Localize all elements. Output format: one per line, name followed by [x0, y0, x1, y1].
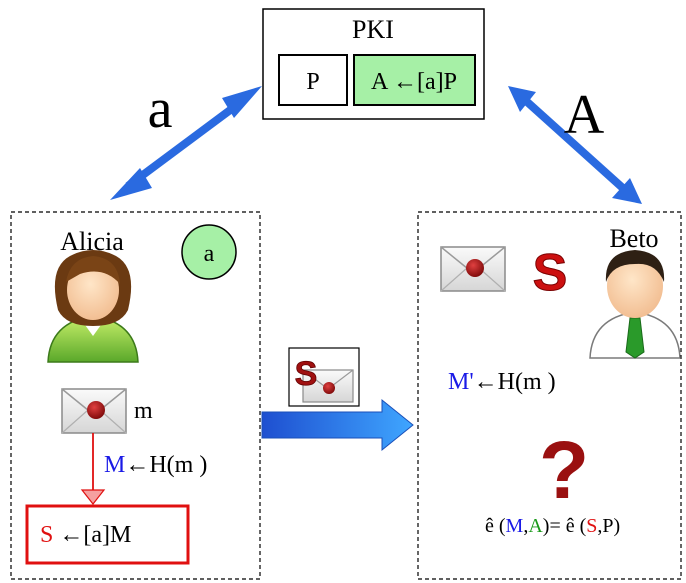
left-double-arrow	[110, 86, 262, 200]
bob-name: Beto	[609, 224, 658, 253]
alice-hash-var: M	[104, 452, 125, 478]
verification-question-mark: ?	[539, 425, 589, 516]
generator-box	[278, 54, 348, 106]
public-key-box	[353, 54, 476, 106]
alice-hash-line: M←H(m )	[104, 452, 207, 478]
left-arrow-label: a	[148, 78, 173, 140]
signature-expr: ←[a]M	[53, 522, 131, 548]
signature-box	[25, 504, 190, 565]
bob-hash-line: M'←H(m )	[448, 369, 556, 395]
signature-formula: S ←[a]M	[40, 522, 131, 548]
pki-box: PKI P A ←[a]P	[262, 8, 485, 120]
alice-avatar	[47, 250, 139, 363]
bob-hash-var: M'	[448, 369, 474, 395]
signed-envelope-icon: S	[288, 347, 360, 407]
right-arrow-label: A	[564, 84, 605, 146]
public-key-label: A ←[a]P	[371, 69, 457, 95]
secret-badge: a	[181, 224, 237, 280]
right-double-arrow	[508, 86, 642, 204]
svg-text:a: a	[204, 241, 215, 267]
alice-message: m	[134, 398, 153, 424]
bob-avatar	[589, 250, 681, 359]
generator-label: P	[306, 69, 319, 95]
alice-envelope-icon	[61, 388, 127, 434]
transfer-arrow	[261, 398, 414, 452]
alice-hash-expr: ←H(m )	[125, 452, 207, 478]
verification-equation: ê (M,A)= ê (S,P)	[485, 515, 620, 537]
pki-title: PKI	[352, 15, 394, 44]
signature-var: S	[40, 522, 53, 548]
bob-signature-symbol: S	[533, 244, 568, 302]
transfer-signature-symbol: S	[295, 355, 318, 393]
alice-flow-arrow	[80, 433, 106, 505]
bob-hash-expr: ←H(m )	[474, 369, 556, 395]
bob-envelope-icon	[440, 246, 506, 292]
